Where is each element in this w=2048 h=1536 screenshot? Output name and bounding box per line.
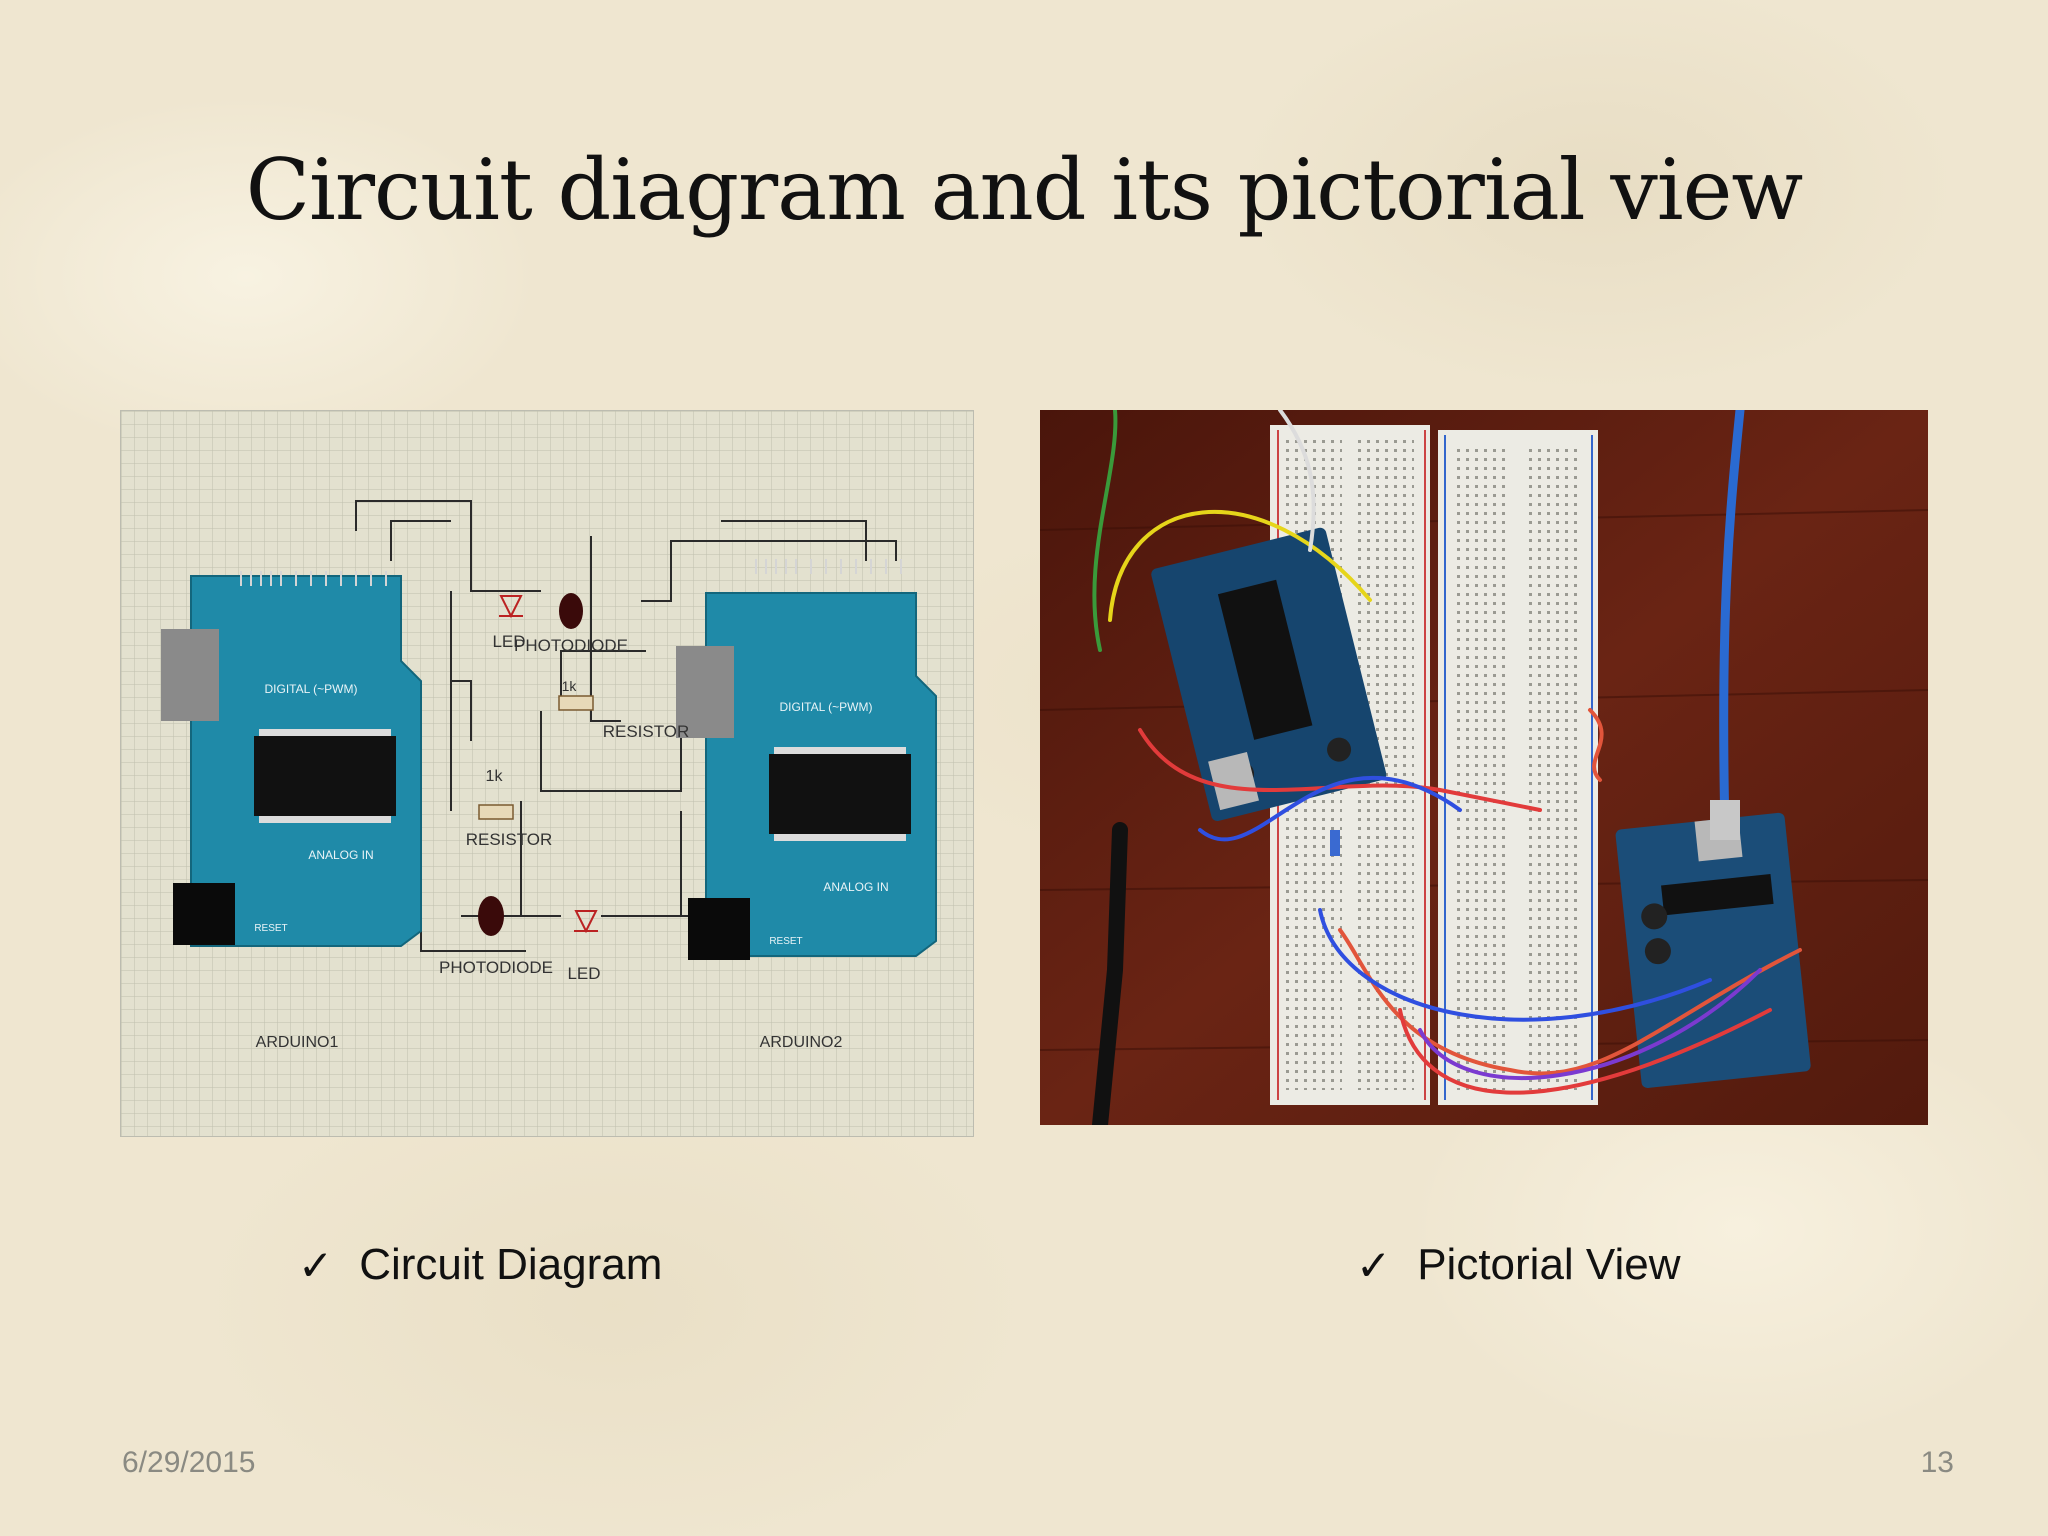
checkmark-icon: ✓ bbox=[298, 1240, 334, 1290]
board2-reset-label: RESET bbox=[769, 936, 802, 947]
arduino-board-1: DIGITAL (~PWM) ANALOG IN RESET ARDUINO1 bbox=[161, 571, 422, 1051]
board2-analog-label: ANALOG IN bbox=[823, 880, 888, 894]
pictorial-view-photo bbox=[1040, 410, 1928, 1125]
slide-number: 13 bbox=[1920, 1446, 1954, 1479]
board1-digital-label: DIGITAL (~PWM) bbox=[265, 682, 358, 696]
resistor-mid-symbol bbox=[478, 804, 514, 820]
board1-reset-label: RESET bbox=[254, 923, 287, 934]
board2-label: ARDUINO2 bbox=[760, 1034, 843, 1051]
caption-text: Circuit Diagram bbox=[359, 1240, 663, 1289]
photodiode-bottom-symbol bbox=[478, 896, 504, 936]
resistor-top-label: RESISTOR bbox=[603, 722, 690, 741]
photodiode-bottom-label: PHOTODIODE bbox=[439, 958, 553, 977]
caption-text: Pictorial View bbox=[1417, 1240, 1681, 1289]
slide-title: Circuit diagram and its pictorial view bbox=[245, 141, 1804, 239]
resistor-mid-label: RESISTOR bbox=[466, 830, 553, 849]
resistor-top-value: 1k bbox=[562, 678, 578, 694]
resistor-top-symbol bbox=[558, 695, 594, 711]
board2-digital-label: DIGITAL (~PWM) bbox=[780, 700, 873, 714]
photodiode-top-symbol bbox=[559, 593, 583, 629]
circuit-diagram-image: DIGITAL (~PWM) ANALOG IN RESET ARDUINO1 … bbox=[120, 410, 974, 1137]
led-bottom-symbol bbox=[574, 910, 598, 934]
led-bottom-label: LED bbox=[567, 964, 600, 983]
board1-analog-label: ANALOG IN bbox=[308, 848, 373, 862]
caption-circuit-diagram: ✓ Circuit Diagram bbox=[298, 1240, 662, 1290]
arduino-uno-left bbox=[1151, 527, 1387, 822]
slide-date: 6/29/2015 bbox=[122, 1446, 256, 1479]
led-top-label: LED bbox=[492, 632, 525, 651]
checkmark-icon: ✓ bbox=[1356, 1240, 1392, 1290]
led-component bbox=[1330, 830, 1340, 856]
photodiode-top-label: PHOTODIODE bbox=[514, 636, 628, 655]
arduino-uno-right bbox=[1615, 812, 1811, 1088]
arduino-board-2: DIGITAL (~PWM) ANALOG IN RESET ARDUINO2 bbox=[676, 559, 937, 1051]
breadboard-right bbox=[1438, 430, 1598, 1105]
resistor-mid-value: 1k bbox=[486, 768, 504, 785]
caption-pictorial-view: ✓ Pictorial View bbox=[1356, 1240, 1681, 1290]
board1-label: ARDUINO1 bbox=[256, 1034, 339, 1051]
led-top-symbol bbox=[499, 595, 523, 619]
